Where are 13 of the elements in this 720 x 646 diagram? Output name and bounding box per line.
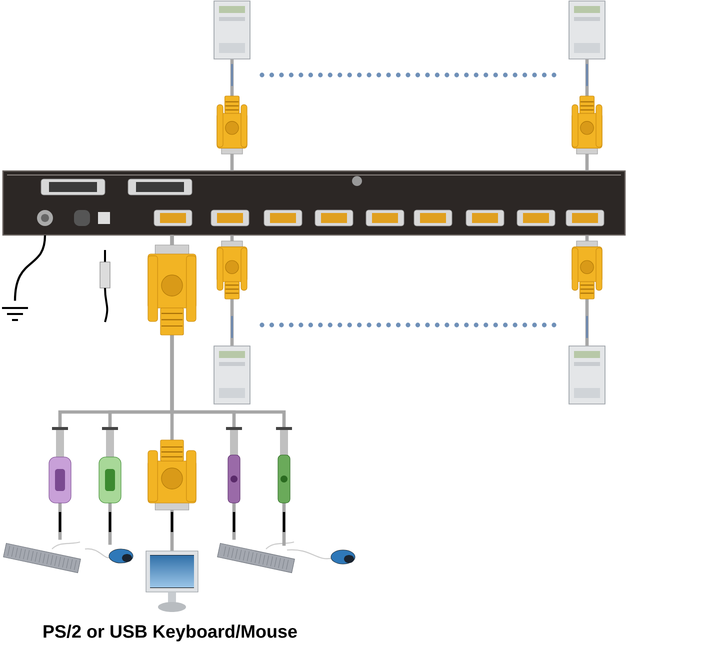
cable bbox=[14, 235, 46, 301]
computer-drawing bbox=[214, 0, 250, 60]
keyboard-drawing bbox=[217, 542, 295, 574]
caption-text: PS/2 or USB Keyboard/Mouse bbox=[44, 624, 297, 642]
mouse-drawing bbox=[84, 548, 134, 564]
keyboard-drawing bbox=[3, 542, 81, 574]
computer-drawing bbox=[214, 346, 250, 404]
ground-symbol bbox=[2, 307, 28, 321]
kvm-switch-drawing bbox=[2, 170, 626, 236]
monitor-drawing bbox=[146, 550, 198, 612]
mouse-drawing bbox=[286, 549, 356, 564]
computer-drawing bbox=[568, 0, 606, 60]
computer-drawing bbox=[568, 346, 606, 404]
